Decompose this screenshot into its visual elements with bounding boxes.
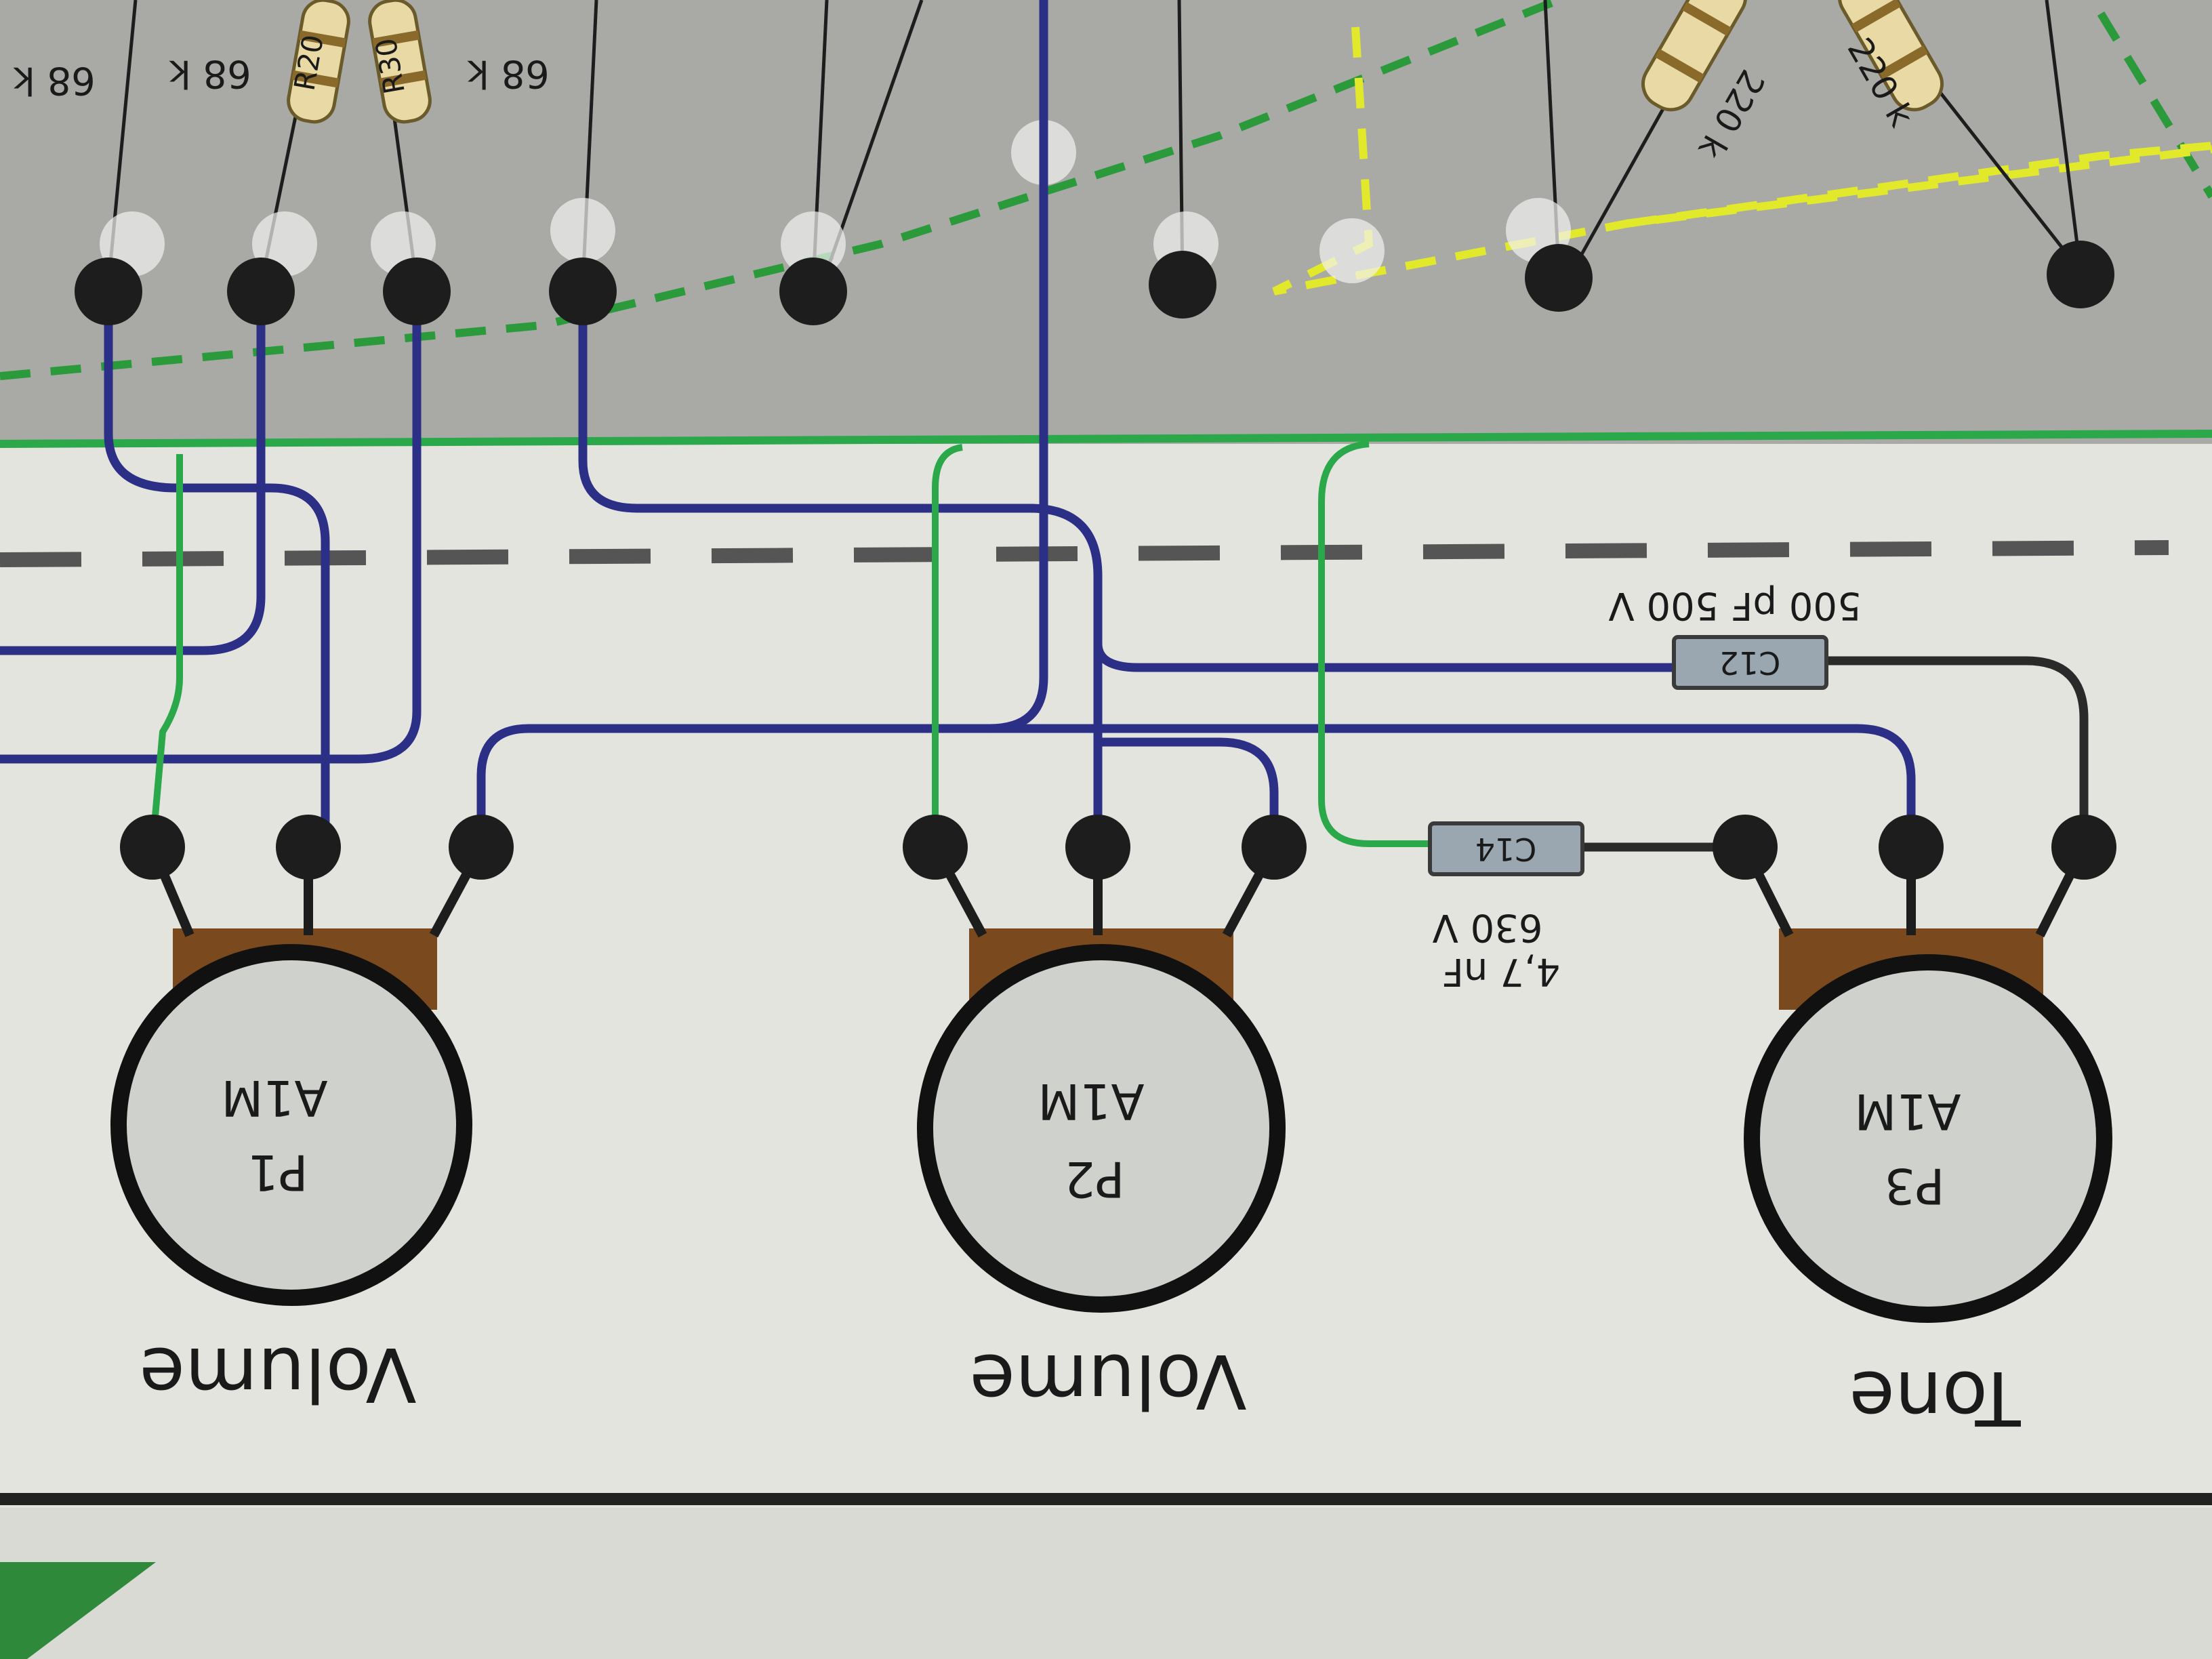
capacitor-c12-value: 500 pF 500 V bbox=[1608, 583, 1861, 628]
capacitor-c14-ref: C14 bbox=[1475, 831, 1537, 867]
shield-dashed-yellow bbox=[1272, 26, 2212, 295]
capacitor-c14-value-line2: 630 V bbox=[1433, 905, 1543, 949]
capacitor-c12-ref: C12 bbox=[1719, 644, 1781, 681]
ground-bus-line bbox=[0, 430, 2212, 448]
pot-p2-ref: P2 bbox=[1064, 1151, 1124, 1208]
resistor-label-1: 68 k bbox=[13, 58, 96, 102]
pot-p2-value: A1M bbox=[1038, 1073, 1144, 1130]
pot-p1-value: A1M bbox=[221, 1069, 327, 1126]
resistor-label-2: 68 k bbox=[169, 52, 251, 96]
shield-dashed-yellow-2 bbox=[1626, 142, 2212, 228]
pot-p1-ref: P1 bbox=[247, 1144, 308, 1201]
divider-dashed-line bbox=[0, 540, 2169, 567]
signal-wires-blue bbox=[0, 0, 1916, 852]
potentiometer-p3 bbox=[1740, 844, 2112, 1323]
upper-panel bbox=[0, 0, 2212, 444]
potentiometer-p1 bbox=[110, 844, 486, 1306]
resistor-label-3: 68 k bbox=[467, 52, 550, 96]
capacitor-c14-value-line1: 4,7 nF bbox=[1442, 949, 1561, 994]
capacitor-c14: C14 bbox=[1428, 821, 1584, 876]
shield-dashed-green bbox=[0, 0, 1561, 380]
pot-p3-function: Tone bbox=[1849, 1355, 2021, 1441]
resistor-upper-right-2 bbox=[1838, 0, 1944, 112]
resistor-r30 bbox=[368, 0, 432, 124]
pot-p1-function: Volume bbox=[139, 1331, 416, 1418]
bottom-panel bbox=[0, 1508, 2212, 1659]
bottom-green-triangle bbox=[0, 1562, 156, 1659]
pot-p3-ref: P3 bbox=[1884, 1158, 1944, 1214]
resistor-upper-right-1 bbox=[1641, 0, 1747, 112]
solder-terminals bbox=[75, 241, 2116, 880]
pot-p2-function: Volume bbox=[969, 1338, 1246, 1425]
resistor-r20 bbox=[287, 0, 350, 124]
pot-p3-value: A1M bbox=[1854, 1083, 1961, 1140]
capacitor-c12: C12 bbox=[1672, 635, 1828, 690]
shield-dashed-green-right bbox=[2097, 11, 2212, 199]
ground-wires-green bbox=[149, 441, 1437, 848]
